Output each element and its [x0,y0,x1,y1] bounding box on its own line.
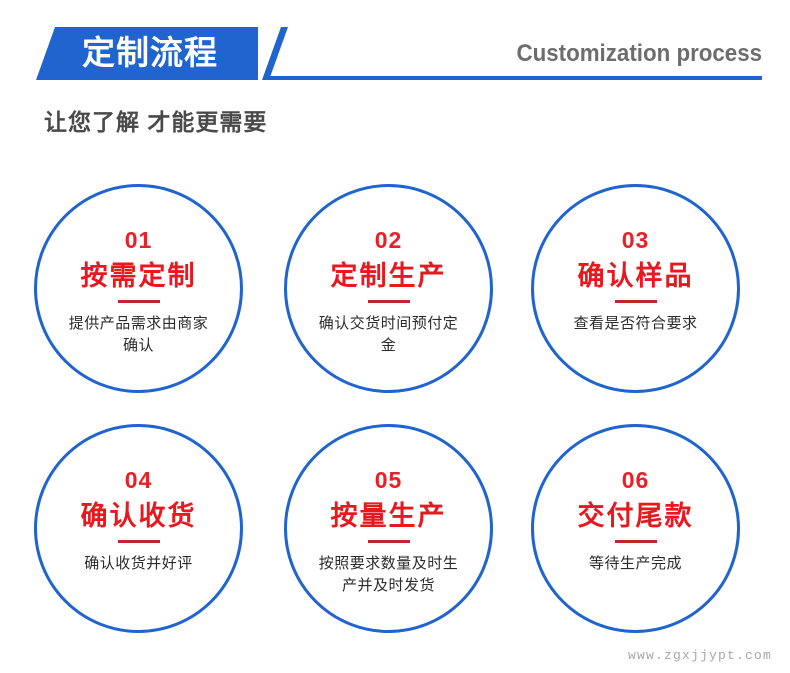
page-header: 定制流程 Customization process 让您了解 才能更需要 [0,0,790,135]
process-step-06: 06 交付尾款 等待生产完成 [531,424,740,633]
step-title: 按需定制 [80,261,197,291]
page-subtitle: 让您了解 才能更需要 [44,109,268,135]
step-divider [367,540,410,544]
banner-title: 定制流程 [82,34,218,71]
process-step-05: 05 按量生产 按照要求数量及时生产并及时发货 [284,424,493,633]
title-slash-decoration [262,27,288,80]
step-divider [367,300,410,304]
title-banner-shape [36,27,258,80]
step-description: 查看是否符合要求 [573,315,698,333]
step-description: 等待生产完成 [588,555,682,573]
process-step-01: 01 按需定制 提供产品需求由商家确认 [34,184,243,393]
step-description: 确认收货并好评 [84,555,193,573]
site-watermark: www.zgxjjypt.com [627,648,772,663]
step-title: 确认样品 [577,261,694,291]
process-steps-grid: 01 按需定制 提供产品需求由商家确认 02 定制生产 确认交货时间预付定金 0… [0,160,790,640]
step-divider [117,540,160,544]
step-number: 02 [374,227,403,253]
process-step-02: 02 定制生产 确认交货时间预付定金 [284,184,493,393]
step-title: 定制生产 [330,261,447,291]
step-divider [117,300,160,304]
step-number: 04 [124,467,153,493]
process-step-03: 03 确认样品 查看是否符合要求 [531,184,740,393]
header-divider-rule [265,76,762,80]
header-english-title: Customization process [516,40,762,67]
step-title: 按量生产 [330,501,447,531]
step-number: 03 [621,227,650,253]
step-number: 01 [124,227,153,253]
step-divider [614,300,657,304]
process-step-04: 04 确认收货 确认收货并好评 [34,424,243,633]
step-title: 交付尾款 [577,501,694,531]
step-title: 确认收货 [80,501,197,531]
step-description: 确认交货时间预付定金 [318,315,459,354]
step-number: 06 [621,467,650,493]
step-description: 按照要求数量及时生产并及时发货 [318,555,459,594]
step-number: 05 [374,467,403,493]
step-description: 提供产品需求由商家确认 [68,315,209,354]
step-divider [614,540,657,544]
